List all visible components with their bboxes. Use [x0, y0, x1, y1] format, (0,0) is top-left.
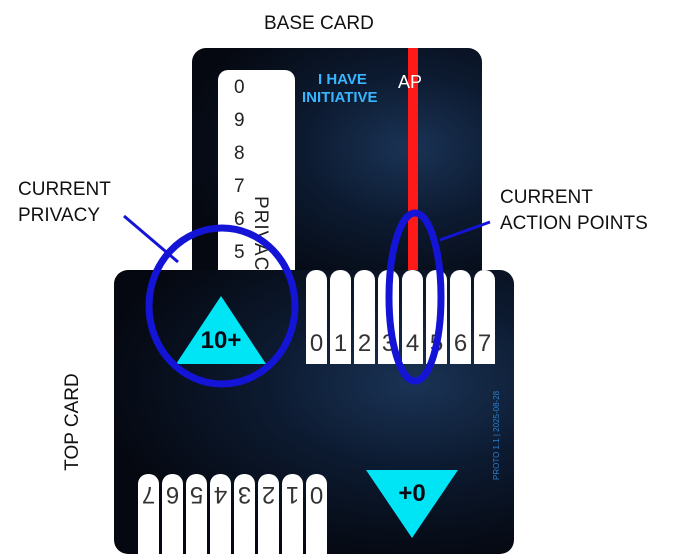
initiative-label-line1: I HAVE	[318, 71, 367, 88]
privacy-tab	[234, 474, 255, 554]
ap-tab-number: 4	[405, 330, 420, 357]
privacy-track	[218, 70, 295, 280]
privacy-number: 5	[234, 242, 245, 263]
ap-tab	[354, 270, 375, 364]
privacy-tab	[282, 474, 303, 554]
current-ap-label-line2: ACTION POINTS	[500, 213, 648, 234]
ap-tab-number: 1	[333, 330, 348, 357]
privacy-tab	[186, 474, 207, 554]
ap-tab	[330, 270, 351, 364]
ap-tab	[474, 270, 495, 364]
current-privacy-label-line1: CURRENT	[18, 179, 111, 200]
ap-tab-number: 2	[357, 330, 372, 357]
ap-tab	[306, 270, 327, 364]
ap-label: AP	[398, 72, 423, 92]
privacy-tab	[210, 474, 231, 554]
modifier-triangle-label: +0	[398, 480, 426, 507]
ap-line	[408, 48, 418, 276]
privacy-tab	[306, 474, 327, 554]
current-ap-circle	[385, 209, 445, 385]
base-card-label: BASE CARD	[264, 13, 374, 34]
privacy-number: 8	[234, 143, 245, 164]
current-ap-label-line1: CURRENT	[500, 187, 593, 208]
ap-tab-number: 7	[477, 330, 492, 357]
privacy-number: 0	[234, 77, 245, 98]
modifier-triangle-down	[366, 470, 458, 538]
privacy-triangle-up	[176, 296, 266, 364]
privacy-triangle-label: 10+	[200, 327, 242, 354]
ap-tab-row: 0 1 2 3 4 5 6 7	[306, 270, 496, 364]
privacy-tab	[138, 474, 159, 554]
current-privacy-circle	[145, 224, 299, 388]
privacy-number: 6	[234, 209, 245, 230]
privacy-tab	[258, 474, 279, 554]
ap-tab	[450, 270, 471, 364]
ap-tab-number: 0	[309, 330, 324, 357]
privacy-pointer-line	[123, 214, 179, 264]
privacy-number: 7	[234, 176, 245, 197]
ap-tab	[402, 270, 423, 364]
ap-pointer-line	[439, 220, 491, 242]
current-privacy-label-line2: PRIVACY	[18, 205, 101, 226]
privacy-tab	[162, 474, 183, 554]
initiative-label-line2: INITIATIVE	[302, 89, 378, 106]
ap-tab-number: 6	[453, 330, 468, 357]
privacy-number: 9	[234, 110, 245, 131]
privacy-tab-row: 7 6 5 4 3 2 1 0	[138, 474, 330, 554]
